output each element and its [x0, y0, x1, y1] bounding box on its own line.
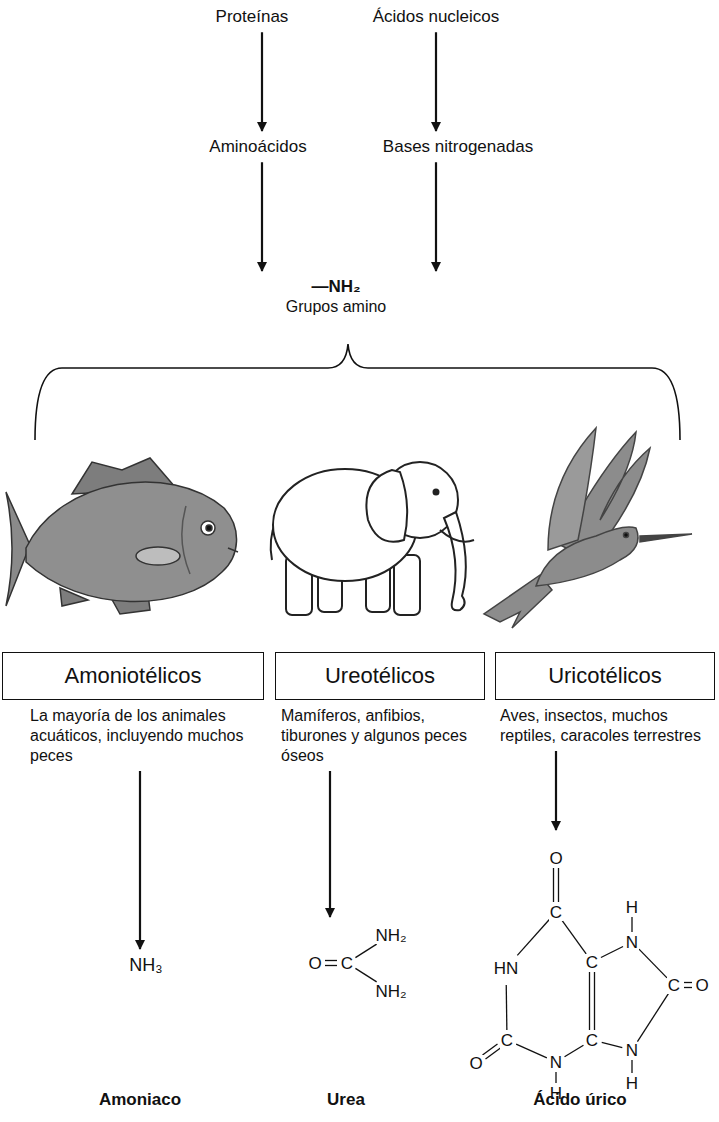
atom-symbol: C — [585, 954, 599, 971]
node-text: Amoniotélicos — [65, 662, 202, 690]
compound-name: Ácido úrico — [533, 1090, 627, 1110]
bond-line — [558, 868, 559, 902]
category-description: La mayoría de los animales acuáticos, in… — [30, 706, 265, 766]
category-box: Amoniotélicos — [2, 652, 264, 700]
brace — [35, 344, 680, 440]
urea-structure: O C NH₂ NH₂ — [305, 922, 425, 1004]
category-box: Uricotélicos — [495, 652, 715, 700]
chemical-group: —NH₂ — [286, 276, 387, 297]
flow-arrow — [329, 771, 331, 917]
atom-symbol: N — [625, 1042, 639, 1059]
bond-line — [602, 1042, 623, 1047]
flow-arrow — [435, 32, 437, 131]
atom-symbol: C — [340, 955, 354, 972]
atom-symbol: N — [625, 934, 639, 951]
node-text: Proteínas — [216, 6, 289, 27]
atom-symbol: HN — [493, 960, 520, 977]
bond-line — [486, 1048, 501, 1059]
atom-symbol: C — [667, 977, 681, 994]
ammonia-formula: NH₃ — [129, 954, 162, 977]
node-text: Bases nitrogenadas — [383, 136, 533, 157]
node-text: Ácidos nucleicos — [373, 6, 500, 27]
atom-symbol: H — [625, 899, 639, 916]
bond-line — [684, 987, 692, 988]
node-text: Aves, insectos, muchos reptiles, caracol… — [500, 706, 710, 746]
bond-line — [589, 972, 590, 1030]
flow-arrow — [261, 32, 263, 131]
node-text: Grupos amino — [286, 297, 387, 317]
bond-line — [631, 917, 632, 932]
atom-symbol: C — [585, 1032, 599, 1049]
flow-term: Proteínas — [216, 6, 289, 27]
elephant-illustration — [271, 462, 474, 615]
uric-acid-structure: OCHHNCNCOOCNCNHH — [466, 835, 716, 1105]
flow-term: Ácidos nucleicos — [373, 6, 500, 27]
atom-symbol: O — [548, 850, 563, 867]
node-text: Aminoácidos — [209, 136, 306, 157]
bond-line — [637, 993, 668, 1041]
atom-symbol: O — [307, 955, 322, 972]
bond-line — [325, 960, 337, 961]
compound-name: Amoniaco — [99, 1090, 181, 1110]
flow-arrow — [555, 751, 557, 830]
bond-line — [631, 1060, 632, 1073]
flow-term: Aminoácidos — [209, 136, 306, 157]
hummingbird-illustration — [484, 428, 692, 628]
atom-symbol: C — [549, 904, 563, 921]
bond-line — [553, 868, 554, 902]
node-text: Mamíferos, anfibios, tiburones y algunos… — [281, 706, 486, 766]
atom-symbol: N — [549, 1054, 563, 1071]
flow-arrow — [435, 162, 437, 271]
compound-name: Urea — [327, 1090, 365, 1110]
atom-symbol: NH₂ — [374, 983, 407, 1000]
bond-line — [594, 972, 595, 1030]
amino-group: —NH₂Grupos amino — [286, 276, 387, 317]
category-description: Mamíferos, anfibios, tiburones y algunos… — [281, 706, 486, 766]
atom-symbol: C — [500, 1032, 514, 1049]
atom-symbol: O — [468, 1055, 483, 1072]
atom-symbol: NH₂ — [374, 927, 407, 944]
bond-line — [601, 946, 623, 957]
node-text: NH₃ — [129, 954, 162, 977]
node-text: Ureotélicos — [325, 662, 435, 690]
flow-term: Bases nitrogenadas — [383, 136, 533, 157]
bond-line — [355, 944, 376, 958]
bond-line — [506, 985, 508, 1030]
flow-arrow — [261, 162, 263, 271]
flow-arrow — [139, 771, 141, 949]
category-box: Ureotélicos — [275, 652, 485, 700]
bond-line — [565, 1045, 584, 1057]
bond-line — [639, 949, 667, 978]
bond-line — [562, 920, 586, 954]
category-description: Aves, insectos, muchos reptiles, caracol… — [500, 706, 710, 746]
bond-line — [355, 968, 376, 982]
atom-symbol: O — [694, 977, 709, 994]
node-text: Uricotélicos — [548, 662, 662, 690]
bond-line — [325, 965, 337, 966]
bond-line — [684, 982, 692, 983]
atom-symbol: H — [625, 1075, 639, 1092]
fish-illustration — [6, 458, 238, 614]
bond-line — [483, 1044, 498, 1055]
bond-line — [516, 1044, 547, 1058]
bond-line — [555, 1072, 556, 1083]
node-text: La mayoría de los animales acuáticos, in… — [30, 706, 265, 766]
bond-line — [517, 919, 549, 955]
